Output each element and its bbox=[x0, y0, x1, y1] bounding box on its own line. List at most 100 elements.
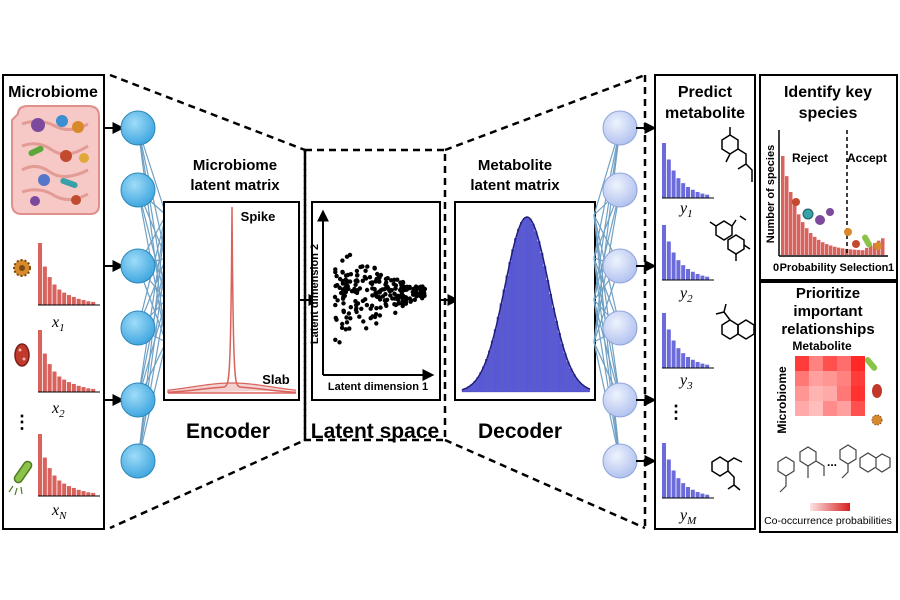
encoder-label: Encoder bbox=[186, 420, 270, 443]
predict-ellipsis: ⋮ bbox=[667, 402, 685, 422]
scatter-point bbox=[348, 305, 353, 310]
scatter-point bbox=[367, 275, 373, 280]
gaussian-bar bbox=[563, 353, 567, 393]
scatter-point bbox=[341, 301, 346, 306]
histogram-bar bbox=[38, 434, 43, 496]
encoder-node bbox=[120, 248, 156, 284]
decoder-node bbox=[602, 310, 638, 346]
scatter-point bbox=[355, 273, 360, 278]
selection-bar bbox=[837, 247, 841, 255]
input-histogram-1 bbox=[38, 243, 100, 306]
gaussian-bar bbox=[540, 253, 544, 393]
gaussian-bar bbox=[549, 294, 553, 393]
histogram-bar bbox=[76, 385, 81, 392]
co-occurrence-legend-bar bbox=[810, 503, 850, 511]
histogram-bar bbox=[671, 470, 676, 498]
decoder-output-nodes bbox=[602, 110, 638, 479]
scatter-point bbox=[363, 276, 369, 281]
gaussian-bar bbox=[508, 262, 512, 393]
histogram-bar bbox=[57, 289, 62, 305]
scatter-point bbox=[383, 276, 389, 282]
selection-bar bbox=[869, 245, 873, 255]
encoder-matrix-title-line1: Microbiome bbox=[193, 157, 277, 174]
selection-bar bbox=[821, 242, 825, 255]
scatter-point bbox=[401, 287, 406, 293]
selection-bar bbox=[781, 156, 785, 255]
heatmap-row-label: Microbiome bbox=[775, 366, 789, 434]
histogram-bar bbox=[705, 276, 710, 280]
scatter-point bbox=[372, 265, 377, 270]
decoder-connection bbox=[593, 299, 621, 462]
histogram-bar bbox=[62, 292, 67, 305]
histogram-bar bbox=[91, 301, 96, 305]
molecule-faint-group bbox=[777, 444, 891, 493]
selection-bar bbox=[829, 245, 833, 255]
scatter-point bbox=[383, 301, 388, 307]
histogram-bar bbox=[681, 183, 686, 198]
scatter-point bbox=[332, 294, 338, 300]
histogram-bar bbox=[86, 492, 91, 496]
histogram-bar bbox=[666, 329, 671, 368]
encoder-matrix-title-line2: latent matrix bbox=[190, 177, 280, 194]
scatter-point bbox=[364, 326, 369, 331]
scatter-point bbox=[360, 278, 365, 283]
histogram-bar bbox=[666, 159, 671, 198]
histogram-bar bbox=[662, 313, 666, 368]
latent-xlabel: Latent dimension 1 bbox=[328, 381, 428, 393]
gaussian-bar bbox=[520, 221, 523, 393]
histogram-bar bbox=[681, 265, 686, 280]
output-arrows bbox=[636, 122, 657, 467]
gaussian-bar bbox=[499, 303, 503, 393]
histogram-bar bbox=[76, 489, 81, 496]
scatter-point bbox=[354, 309, 359, 315]
gaussian-histogram bbox=[461, 216, 591, 393]
scatter-point bbox=[352, 289, 358, 294]
scatter-point bbox=[348, 316, 353, 321]
decoder-node bbox=[602, 110, 638, 146]
scatter-point bbox=[348, 272, 354, 277]
gaussian-bar bbox=[537, 241, 541, 393]
histogram-bar bbox=[700, 493, 705, 498]
histogram-bar bbox=[81, 300, 86, 305]
heatmap-cell bbox=[795, 386, 809, 401]
histogram-bar bbox=[700, 193, 705, 198]
scatter-point bbox=[357, 286, 363, 291]
molecule-icon-3 bbox=[715, 303, 755, 340]
key-species-title-line1: Identify key bbox=[784, 84, 872, 101]
scatter-point bbox=[340, 270, 345, 275]
encoder-connection bbox=[137, 127, 167, 301]
scatter-point bbox=[341, 295, 346, 300]
histogram-bar bbox=[52, 284, 57, 305]
scatter-point bbox=[419, 293, 425, 298]
histogram-bar bbox=[76, 298, 81, 305]
relationships-panel: Prioritize important relationships Metab… bbox=[759, 281, 898, 533]
histogram-bar bbox=[52, 371, 57, 392]
decoder-connection bbox=[593, 127, 621, 343]
histogram-bar bbox=[67, 382, 72, 392]
scatter-point bbox=[361, 319, 366, 324]
intestine-illustration bbox=[11, 105, 100, 215]
decoder-section: Metabolite latent matrix Decoder bbox=[444, 73, 647, 530]
gaussian-bar bbox=[557, 332, 561, 393]
scatter-point bbox=[335, 298, 340, 303]
relationships-title-line3: relationships bbox=[781, 321, 874, 338]
histogram-bar bbox=[690, 271, 695, 280]
decoder-label: Decoder bbox=[478, 420, 562, 443]
scatter-point bbox=[357, 314, 362, 319]
histogram-bar bbox=[91, 388, 96, 392]
histogram-bar bbox=[62, 483, 67, 496]
histogram-bar bbox=[686, 487, 690, 498]
histogram-bar bbox=[686, 269, 690, 280]
slab-label: Slab bbox=[262, 372, 290, 387]
decoder-node bbox=[602, 382, 638, 418]
histogram-bar bbox=[676, 260, 681, 280]
selection-bar bbox=[793, 204, 797, 255]
gaussian-bar bbox=[485, 359, 489, 393]
encoder-node bbox=[120, 110, 156, 146]
scatter-point bbox=[396, 301, 401, 306]
scatter-point bbox=[368, 316, 373, 321]
histogram-bar bbox=[681, 353, 686, 368]
gaussian-bar bbox=[502, 289, 506, 393]
heatmap-cell bbox=[837, 371, 851, 386]
gaussian-bar bbox=[543, 266, 547, 393]
